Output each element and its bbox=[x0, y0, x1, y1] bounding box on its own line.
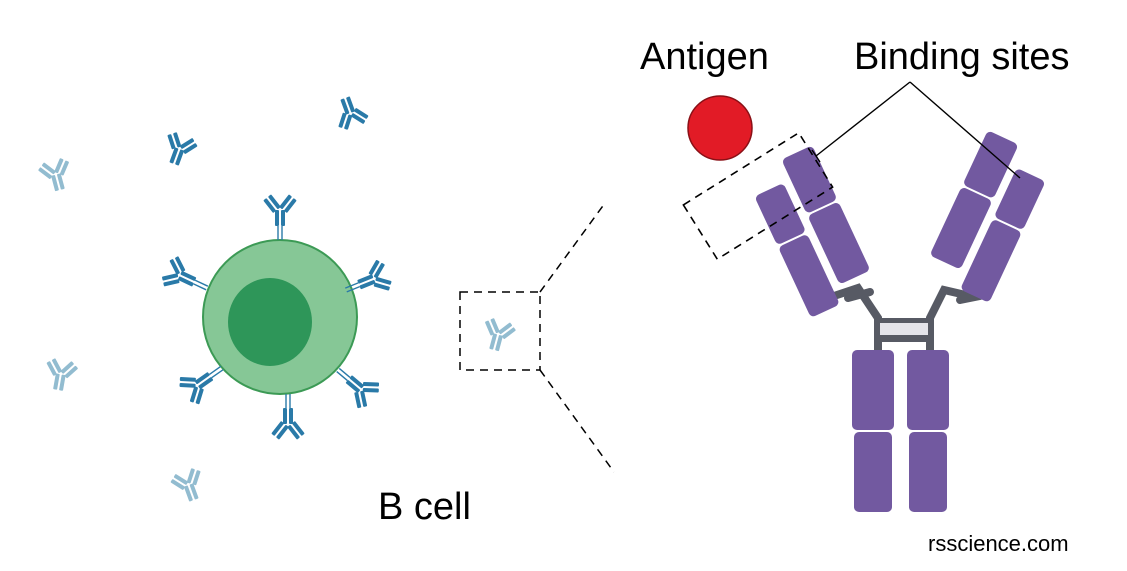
free-antibody bbox=[329, 92, 371, 133]
antibody-large bbox=[756, 131, 1044, 512]
antibody-hinge bbox=[818, 283, 984, 360]
free-antibody bbox=[168, 465, 210, 506]
antibody-fc bbox=[852, 350, 949, 512]
binding-site-pointers bbox=[811, 81, 1021, 179]
zoom-line-top bbox=[539, 202, 606, 293]
free-antibody bbox=[158, 129, 200, 170]
antibody-fab-left bbox=[756, 146, 869, 317]
bound-antibody bbox=[270, 393, 306, 441]
antigen bbox=[687, 95, 753, 161]
bound-antibody bbox=[262, 193, 298, 241]
zoom-box bbox=[459, 291, 541, 371]
zoom-indicator bbox=[459, 202, 615, 473]
b-cell bbox=[202, 239, 358, 395]
b-cell-nucleus bbox=[228, 278, 312, 366]
binding-sites-label: Binding sites bbox=[854, 36, 1070, 78]
free-antibody bbox=[36, 155, 76, 195]
free-antibody bbox=[478, 315, 518, 355]
credit-text: rsscience.com bbox=[928, 531, 1069, 556]
hinge-bridge bbox=[880, 323, 928, 335]
b-cell-label: B cell bbox=[378, 486, 471, 528]
free-antibody bbox=[42, 356, 80, 393]
antigen-label: Antigen bbox=[640, 36, 769, 78]
zoom-line-bottom bbox=[539, 369, 615, 473]
binding-site-box bbox=[682, 131, 834, 261]
antibody-fab-right bbox=[931, 131, 1044, 302]
